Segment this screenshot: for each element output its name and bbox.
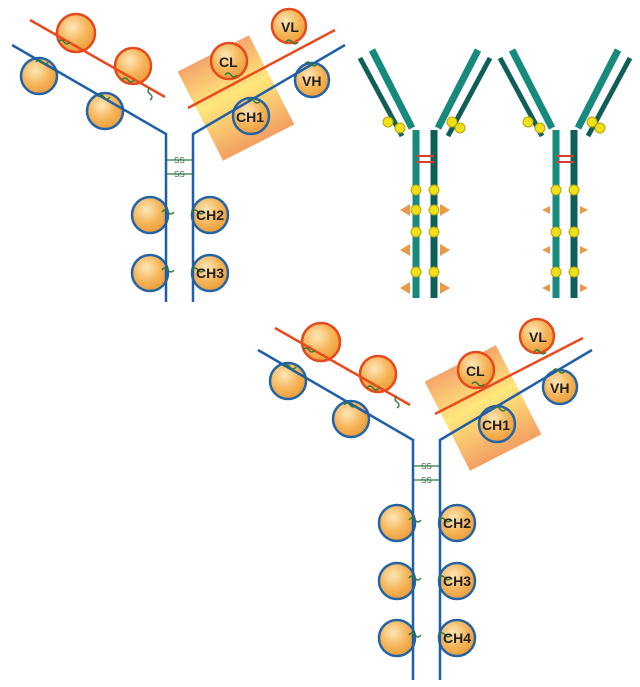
disulfide-squiggles — [35, 39, 318, 273]
heavy-chain-right — [191, 43, 346, 302]
igm-diagram: SS SS VL CL VH CH1 CH2 CH3 CH4 — [257, 317, 593, 680]
label-cl: CL — [219, 54, 238, 70]
fab-highlight-box-2 — [424, 345, 542, 471]
ss-label-hinge-1: SS — [174, 156, 185, 165]
domain2-vl — [518, 317, 556, 355]
label-ch1: CH1 — [236, 109, 264, 125]
heavy-chain2-left — [257, 348, 415, 680]
label2-ch2: CH2 — [443, 515, 471, 531]
label2-ch1: CH1 — [482, 417, 510, 433]
label-ch2: CH2 — [196, 207, 224, 223]
domain-heavy-v-left — [19, 56, 59, 96]
label2-vh: VH — [550, 380, 569, 396]
fab-highlight-box — [177, 35, 295, 161]
domain-ch1 — [231, 96, 271, 136]
domain2-ch2-left — [377, 503, 417, 543]
light-chain2-right — [434, 336, 584, 416]
label2-ch4: CH4 — [443, 630, 471, 646]
ss-label-hinge-2: SS — [174, 170, 185, 179]
label2-ch3: CH3 — [443, 573, 471, 589]
domain-heavy-c1-left — [85, 91, 125, 131]
light-chain2-left — [274, 326, 411, 407]
ss-label2-hinge-1: SS — [421, 462, 432, 471]
domain-ch2-left — [130, 195, 170, 235]
domain-cl — [209, 41, 249, 81]
light-chain-right — [187, 28, 336, 110]
light-chain-left — [29, 18, 166, 99]
hinge-disulfides-2 — [413, 465, 440, 481]
label-vl: VL — [281, 19, 299, 35]
domain-light-v-left — [55, 12, 97, 54]
domain-ch3-left — [130, 253, 170, 293]
ss-label2-hinge-2: SS — [421, 476, 432, 485]
domain-vl — [270, 7, 308, 45]
label2-cl: CL — [466, 363, 485, 379]
domain2-cl — [456, 350, 496, 390]
label2-vl: VL — [529, 329, 547, 345]
domain2-ch4-left — [377, 618, 417, 658]
label-ch3: CH3 — [196, 265, 224, 281]
domain2-ch3-left — [377, 561, 417, 601]
igg-diagram: SS SS VL CL VH CH1 CH2 CH3 — [11, 7, 346, 302]
heavy-chain2-right — [438, 348, 593, 680]
disulfide-squiggles-2 — [283, 347, 566, 638]
antibody-cartoon-2 — [497, 48, 633, 298]
label-vh: VH — [302, 73, 321, 89]
hinge-disulfides — [166, 159, 193, 175]
heavy-chain-left — [11, 43, 168, 302]
antibody-cartoon-1 — [357, 48, 493, 298]
